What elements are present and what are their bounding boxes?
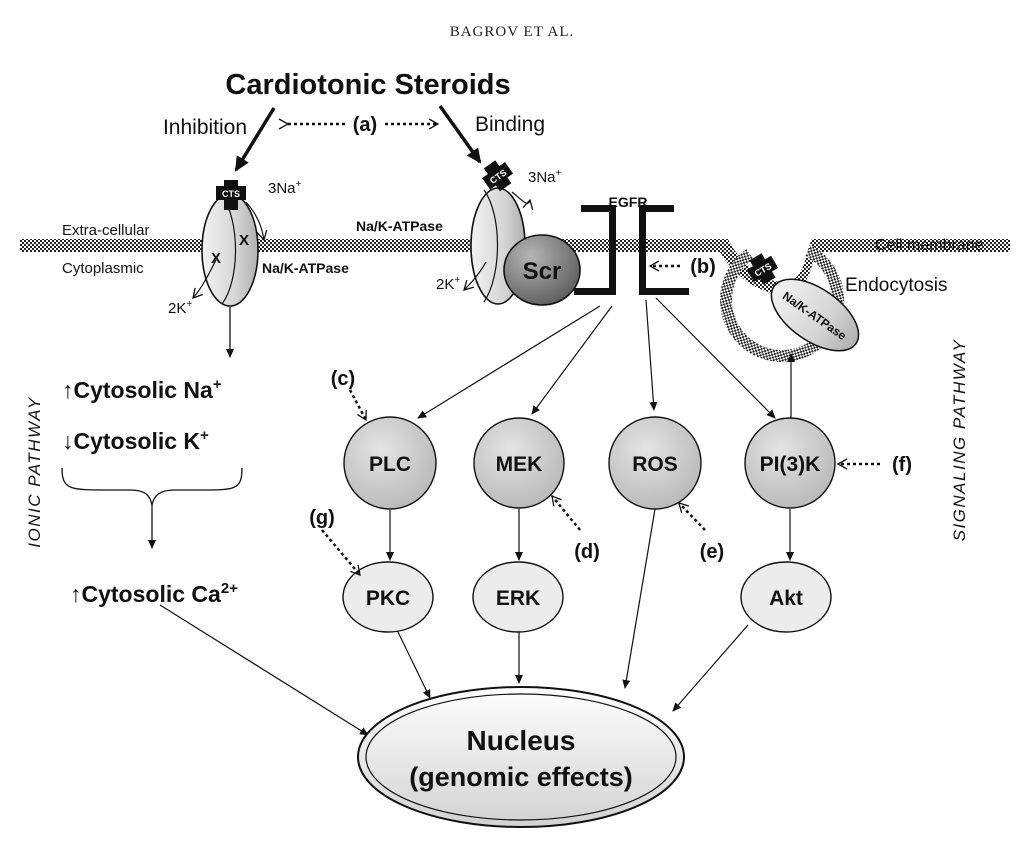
mek-node <box>473 417 565 509</box>
middle-na-label: 3Na+ <box>528 168 562 186</box>
plc-label: PLC <box>369 453 411 476</box>
egfr-to-ros-arrow <box>645 299 658 411</box>
left-pump: X X <box>192 193 268 307</box>
left-pump-label: Na/K-ATPase <box>262 260 349 276</box>
ionic-pathway-label: IONIC PATHWAY <box>25 396 44 548</box>
pi3k-label: PI(3)K <box>760 453 821 476</box>
ros-to-nucleus-arrow <box>622 508 656 689</box>
vesicle-cts: CTS <box>746 253 779 285</box>
cytosolic-k: ↓Cytosolic K+ <box>62 427 209 454</box>
left-cts-label: CTS <box>222 189 240 199</box>
scr-node <box>503 234 581 306</box>
mek-label: MEK <box>496 453 543 476</box>
ros-label: ROS <box>632 453 678 476</box>
plc-node <box>343 416 437 510</box>
letter-d: (d) <box>574 541 600 563</box>
x-mark-2: X <box>211 250 221 267</box>
nucleus <box>357 686 685 828</box>
pkc-to-nucleus-arrow <box>397 631 431 699</box>
letter-b: (b) <box>690 256 716 278</box>
nucleus-inner-ring <box>365 693 677 821</box>
cytosolic-ca: ↑Cytosolic Ca2+ <box>70 580 238 607</box>
akt-label: Akt <box>769 587 803 610</box>
inhibition-label: Inhibition <box>163 116 247 139</box>
cell-membrane-label: Cell membrane <box>875 237 984 254</box>
left-k-label: 2K+ <box>168 299 192 317</box>
endocytosis-label: Endocytosis <box>845 275 947 296</box>
running-header: BAGROV ET AL. <box>450 24 575 40</box>
letter-f: (f) <box>892 454 912 476</box>
egfr-label: EGFR <box>609 194 648 210</box>
pkc-node <box>342 561 434 633</box>
g-arrow <box>321 529 361 577</box>
erk-label: ERK <box>496 587 540 610</box>
nucleus-label: Nucleus <box>467 725 576 756</box>
extracellular-label: Extra-cellular <box>62 222 150 239</box>
diagram-title: Cardiotonic Steroids <box>225 69 510 101</box>
akt-to-nucleus-arrow <box>672 624 749 712</box>
nucleus-sublabel: (genomic effects) <box>409 762 633 792</box>
signaling-pathway-label: SIGNALING PATHWAY <box>950 338 969 541</box>
egfr-to-mek-arrow <box>531 305 613 415</box>
d-arrow <box>551 494 581 531</box>
erk-node <box>472 561 564 633</box>
endocytosis-vesicle: Na/K-ATPase <box>720 238 860 362</box>
ionic-brace <box>61 467 243 506</box>
egfr-to-plc-arrow <box>417 305 601 419</box>
middle-cts: CTS <box>482 160 514 192</box>
pkc-label: PKC <box>366 587 410 610</box>
letter-c: (c) <box>331 368 355 390</box>
cytoplasmic-label: Cytoplasmic <box>62 260 144 277</box>
letter-e: (e) <box>700 541 724 563</box>
middle-pump-label: Na/K-ATPase <box>356 218 443 234</box>
c-arrow <box>348 389 368 422</box>
ca-to-nucleus-arrow <box>159 604 369 736</box>
pi3k-node <box>744 417 836 509</box>
akt-node <box>740 561 832 633</box>
scr-label: Scr <box>523 258 562 285</box>
letter-g: (g) <box>309 507 335 529</box>
x-mark-1: X <box>239 232 249 249</box>
binding-arrow <box>438 104 482 164</box>
left-na-label: 3Na+ <box>268 179 302 197</box>
left-cts: CTS <box>216 180 246 210</box>
egfr-to-pi3k-arrow <box>655 297 776 419</box>
egfr-receptor <box>574 205 689 295</box>
middle-k-label: 2K+ <box>436 275 460 293</box>
binding-label: Binding <box>475 113 545 136</box>
cytosolic-na: ↑Cytosolic Na+ <box>62 376 222 403</box>
e-arrow <box>678 502 706 531</box>
inhibition-arrow <box>234 107 276 172</box>
letter-a: (a) <box>353 114 377 136</box>
